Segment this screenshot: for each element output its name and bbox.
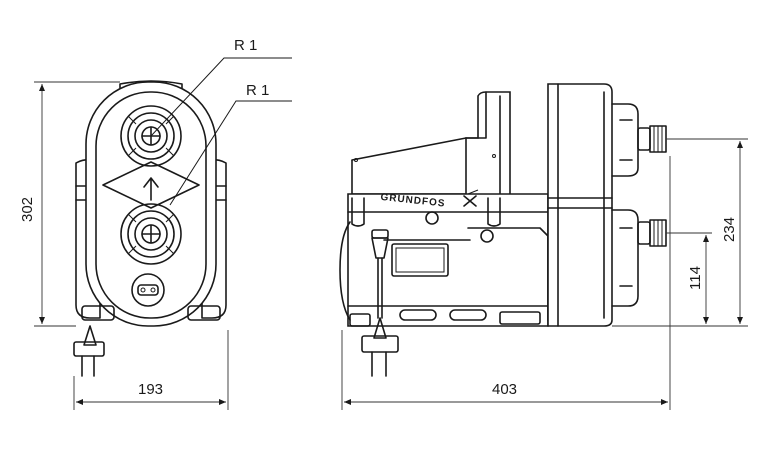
dim-upper-port-height: 234 (721, 217, 738, 242)
grundfos-x-logo (463, 189, 479, 207)
side-view: GRUNDFOS (339, 83, 667, 377)
dim-front-height: 302 (19, 197, 36, 222)
dim-side-width: 403 (492, 381, 517, 398)
power-plug-front (73, 325, 105, 377)
dim-lower-port-height: 114 (687, 266, 704, 290)
side-dimensions: 403 234 114 (341, 138, 748, 410)
front-dimensions: 302 193 (19, 81, 229, 410)
dim-front-width: 193 (138, 381, 163, 398)
thread-label-bottom: R 1 (246, 82, 269, 99)
power-plug-side (361, 317, 399, 377)
flow-arrow-up-icon (143, 177, 159, 201)
thread-leaders: R 1 R 1 (150, 37, 292, 206)
front-view (73, 80, 227, 377)
thread-label-top: R 1 (234, 37, 257, 54)
